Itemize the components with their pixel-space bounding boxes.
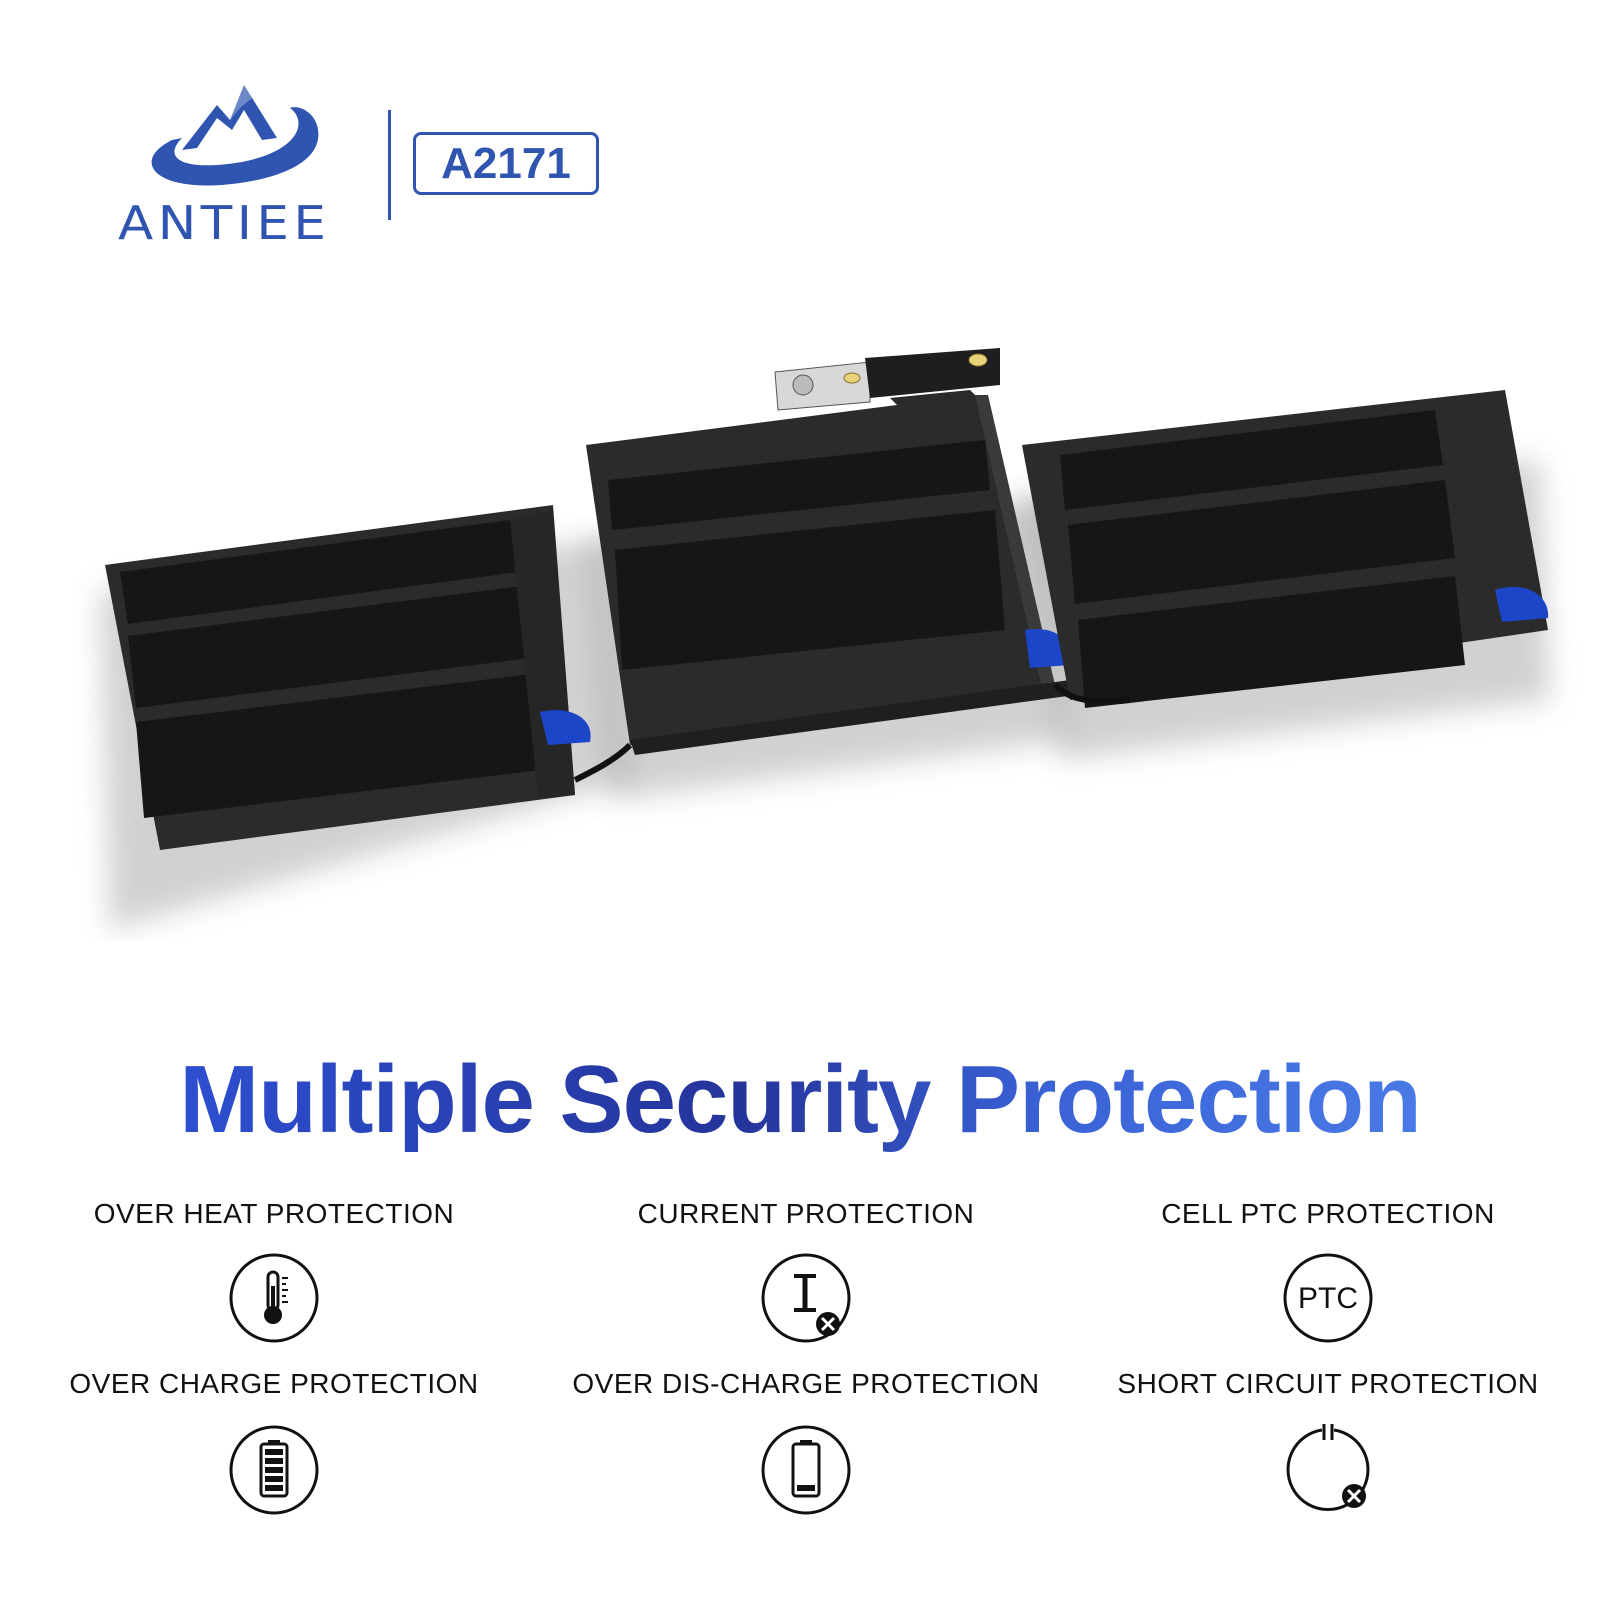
brand-name: ANTIEE — [118, 196, 331, 250]
feature-over-discharge: OVER DIS-CHARGE PROTECTION — [546, 1368, 1066, 1516]
model-badge: A2171 — [413, 132, 599, 195]
battery-product-image — [100, 348, 1550, 930]
feature-label: OVER DIS-CHARGE PROTECTION — [572, 1368, 1040, 1399]
thermometer-icon — [229, 1253, 319, 1343]
battery-cell-right — [1022, 390, 1549, 708]
feature-over-charge: OVER CHARGE PROTECTION — [14, 1368, 534, 1516]
feature-label: CELL PTC PROTECTION — [1161, 1198, 1495, 1229]
brand-logo — [151, 85, 319, 186]
page-headline: Multiple Security Protection — [0, 1045, 1600, 1155]
ptc-icon-text: PTC — [1298, 1282, 1358, 1315]
full-battery-icon — [229, 1425, 319, 1515]
low-battery-icon — [761, 1425, 851, 1515]
ptc-icon: PTC — [1283, 1253, 1373, 1343]
logo-swoosh — [151, 107, 319, 186]
short-circuit-icon — [1286, 1424, 1370, 1512]
feature-label: OVER HEAT PROTECTION — [93, 1198, 455, 1229]
feature-cell-ptc: CELL PTC PROTECTION PTC — [1068, 1198, 1588, 1344]
feature-label: CURRENT PROTECTION — [637, 1198, 975, 1229]
headline-text: Multiple Security Protection — [179, 1046, 1422, 1153]
battery-cell-middle — [586, 395, 1075, 755]
feature-current: CURRENT PROTECTION — [546, 1198, 1066, 1344]
feature-label: OVER CHARGE PROTECTION — [69, 1368, 479, 1399]
feature-short-circuit: SHORT CIRCUIT PROTECTION — [1068, 1368, 1588, 1516]
battery-cell-left — [105, 505, 591, 850]
feature-label: SHORT CIRCUIT PROTECTION — [1117, 1368, 1539, 1399]
current-icon — [761, 1253, 851, 1343]
feature-over-heat: OVER HEAT PROTECTION — [14, 1198, 534, 1344]
logo-mountains — [182, 85, 277, 150]
logo-divider — [388, 110, 391, 220]
